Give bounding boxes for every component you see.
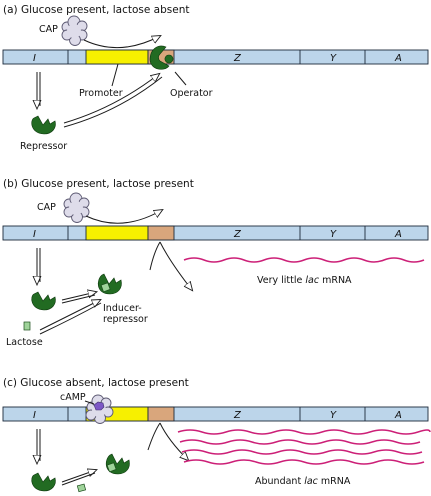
dna-strand-c: I Z Y A: [2, 406, 429, 422]
gene-i-label: I: [33, 410, 36, 421]
gene-y-label: Y: [330, 53, 337, 64]
mrna-label: Very little lac mRNA: [257, 275, 352, 286]
dna-strand-b: I Z Y A: [2, 225, 429, 241]
mrna-strand: [179, 439, 421, 445]
gene-z-label: Z: [233, 229, 242, 240]
gene-i-label: I: [33, 53, 36, 64]
mrna-strand: [183, 459, 425, 465]
cap-camp-complex: [85, 394, 114, 424]
lactose-molecule: [23, 321, 31, 331]
mrna-strand: [181, 449, 423, 455]
gene-y-label: Y: [330, 229, 337, 240]
operator-label: Operator: [170, 88, 213, 99]
panel-b-title: (b) Glucose present, lactose present: [3, 178, 194, 190]
repressor-protein: [31, 115, 56, 135]
promoter-region: [85, 225, 149, 241]
repressor-binding-arrow: [63, 74, 159, 124]
inducer-molecule: [106, 462, 117, 473]
cap-label: CAP: [39, 24, 58, 35]
dna-backbone: [2, 225, 429, 241]
transcription-arrow-left: [147, 422, 161, 451]
gene-i-label: I: [33, 229, 36, 240]
dna-backbone: [2, 49, 429, 65]
transcription-arrow-left: [149, 241, 161, 271]
operator-region: [147, 225, 175, 241]
transcription-arrow: [159, 422, 188, 460]
gene-z-label: Z: [233, 53, 242, 64]
inducer-repressor-label-2: repressor: [103, 314, 148, 325]
repressor-to-complex-arrow: [61, 470, 96, 483]
lactose-arrow: [39, 300, 100, 331]
panel-c-title: (c) Glucose absent, lactose present: [3, 377, 189, 389]
panel-a: (a) Glucose present, lactose absent I Z …: [2, 4, 429, 152]
cap-arrow: [83, 36, 160, 49]
repressor-to-complex-arrow: [61, 292, 96, 301]
cap-label: CAP: [37, 202, 56, 213]
gene-a-label: A: [394, 53, 402, 64]
operator-region: [147, 406, 175, 422]
panel-c: (c) Glucose absent, lactose present I Z …: [2, 377, 431, 493]
gene-a-label: A: [394, 229, 402, 240]
cap-protein: [61, 15, 88, 46]
mrna-strand: [183, 257, 425, 263]
inducer-repressor-complex: [105, 453, 130, 475]
mrna-strands: [177, 429, 431, 465]
promoter-pointer: [111, 63, 119, 87]
repressor-protein: [31, 472, 56, 492]
lactose-label: Lactose: [6, 337, 43, 348]
promoter-label: Promoter: [79, 88, 123, 99]
cap-arrow: [85, 210, 162, 224]
panel-b: (b) Glucose present, lactose present I Z…: [2, 178, 429, 348]
inducer-repressor-label-1: Inducer-: [103, 303, 142, 314]
repressor-label: Repressor: [20, 141, 67, 152]
inducer-repressor-complex: [97, 273, 122, 295]
gene-y-label: Y: [330, 410, 337, 421]
panel-a-title: (a) Glucose present, lactose absent: [3, 4, 189, 16]
repressor-on-operator: [149, 45, 174, 70]
lactose-molecule: [76, 483, 87, 493]
gene-z-label: Z: [233, 410, 242, 421]
dna-strand-a: I Z Y A: [2, 49, 429, 65]
camp-pointer: [84, 400, 95, 405]
camp-label: cAMP: [60, 392, 86, 403]
dna-backbone: [2, 406, 429, 422]
mrna-strand: [177, 429, 431, 435]
inducer-molecule: [100, 282, 111, 293]
mrna-label: Abundant lac mRNA: [255, 476, 351, 487]
promoter-region: [85, 49, 149, 65]
cap-protein: [63, 192, 90, 223]
operator-pointer: [174, 71, 187, 86]
repressor-protein: [31, 291, 56, 311]
transcription-arrow: [159, 241, 192, 290]
gene-a-label: A: [394, 410, 402, 421]
camp-molecule: [93, 401, 105, 411]
